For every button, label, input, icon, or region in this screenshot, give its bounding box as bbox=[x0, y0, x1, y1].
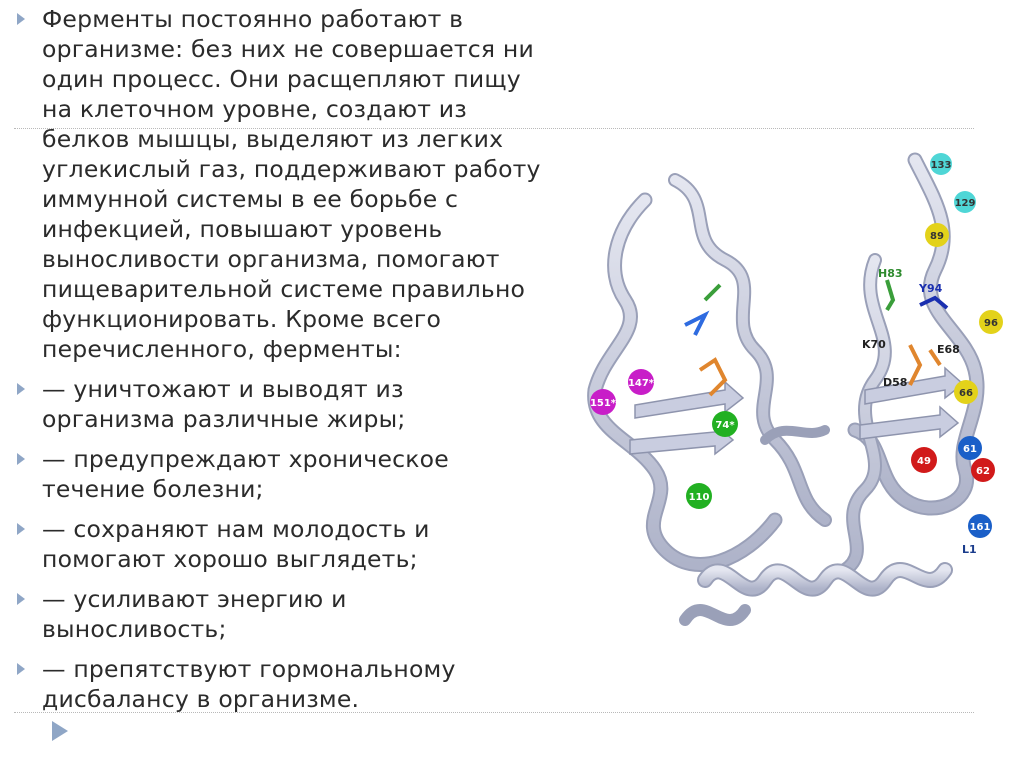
next-slide-arrow-icon[interactable] bbox=[50, 720, 70, 742]
site-label: D58 bbox=[883, 376, 907, 389]
residue-marker: 49 bbox=[911, 447, 937, 473]
residue-label: 49 bbox=[917, 456, 931, 467]
bullet-text: — сохраняют нам молодость и помогают хор… bbox=[42, 515, 430, 573]
bullet-item: — сохраняют нам молодость и помогают хор… bbox=[14, 514, 574, 574]
side-chains bbox=[684, 279, 949, 397]
site-label: K70 bbox=[862, 338, 886, 351]
residue-marker: 151* bbox=[590, 389, 617, 415]
residue-label: 66 bbox=[959, 388, 973, 399]
residue-marker: 110 bbox=[686, 483, 712, 509]
protein-structure-figure: 133 129 89 96 66 147* 151* 74* 110 49 61… bbox=[587, 152, 1003, 626]
bullet-arrow-icon bbox=[17, 523, 25, 535]
site-label: L1 bbox=[962, 543, 977, 556]
bullet-arrow-icon bbox=[17, 383, 25, 395]
bullet-text: — препятствуют гормональному дисбалансу … bbox=[42, 655, 456, 713]
residue-marker: 61 bbox=[958, 436, 982, 460]
bullet-arrow-icon bbox=[17, 453, 25, 465]
residue-marker: 161 bbox=[968, 514, 992, 538]
bullet-arrow-icon bbox=[17, 593, 25, 605]
bullet-item: — усиливают энергию и выносливость; bbox=[14, 584, 574, 644]
bullet-list: Ферменты постоянно работают в организме:… bbox=[14, 4, 574, 724]
bullet-arrow-icon bbox=[17, 13, 25, 25]
bullet-text: — предупреждают хроническое течение боле… bbox=[42, 445, 449, 503]
residue-marker: 133 bbox=[930, 153, 952, 175]
site-label: E68 bbox=[937, 343, 960, 356]
bullet-arrow-icon bbox=[17, 663, 25, 675]
site-labels: H83 Y94 K70 E68 D58 L1 bbox=[862, 267, 977, 556]
residue-marker: 74* bbox=[712, 411, 738, 437]
residue-marker: 147* bbox=[628, 369, 655, 395]
beta-sheets bbox=[629, 366, 965, 456]
ribbon-backbone bbox=[587, 152, 985, 626]
residue-marker: 96 bbox=[979, 310, 1003, 334]
bullet-item: — препятствуют гормональному дисбалансу … bbox=[14, 654, 574, 714]
bullet-item: — предупреждают хроническое течение боле… bbox=[14, 444, 574, 504]
residue-marker: 89 bbox=[925, 223, 949, 247]
bullet-text: — усиливают энергию и выносливость; bbox=[42, 585, 347, 643]
residue-label: 133 bbox=[931, 160, 952, 171]
residue-marker: 62 bbox=[971, 458, 995, 482]
residue-label: 61 bbox=[963, 444, 977, 455]
bullet-item: — уничтожают и выводят из организма разл… bbox=[14, 374, 574, 434]
site-label: H83 bbox=[878, 267, 903, 280]
bullet-item: Ферменты постоянно работают в организме:… bbox=[14, 4, 574, 364]
residue-label: 151* bbox=[590, 398, 617, 409]
bullet-text: — уничтожают и выводят из организма разл… bbox=[42, 375, 406, 433]
residue-label: 147* bbox=[628, 378, 655, 389]
residue-label: 110 bbox=[689, 492, 710, 503]
residue-label: 96 bbox=[984, 318, 998, 329]
residue-label: 62 bbox=[976, 466, 990, 477]
residue-label: 161 bbox=[970, 522, 991, 533]
site-label: Y94 bbox=[918, 282, 943, 295]
bullet-text: Ферменты постоянно работают в организме:… bbox=[42, 5, 541, 363]
residue-marker: 129 bbox=[954, 191, 976, 213]
residue-markers: 133 129 89 96 66 147* 151* 74* 110 49 61… bbox=[590, 153, 1003, 538]
residue-label: 74* bbox=[715, 420, 735, 431]
divider-top bbox=[14, 128, 974, 129]
divider-bottom bbox=[14, 712, 974, 713]
residue-label: 129 bbox=[955, 198, 976, 209]
residue-label: 89 bbox=[930, 231, 944, 242]
residue-marker: 66 bbox=[954, 380, 978, 404]
